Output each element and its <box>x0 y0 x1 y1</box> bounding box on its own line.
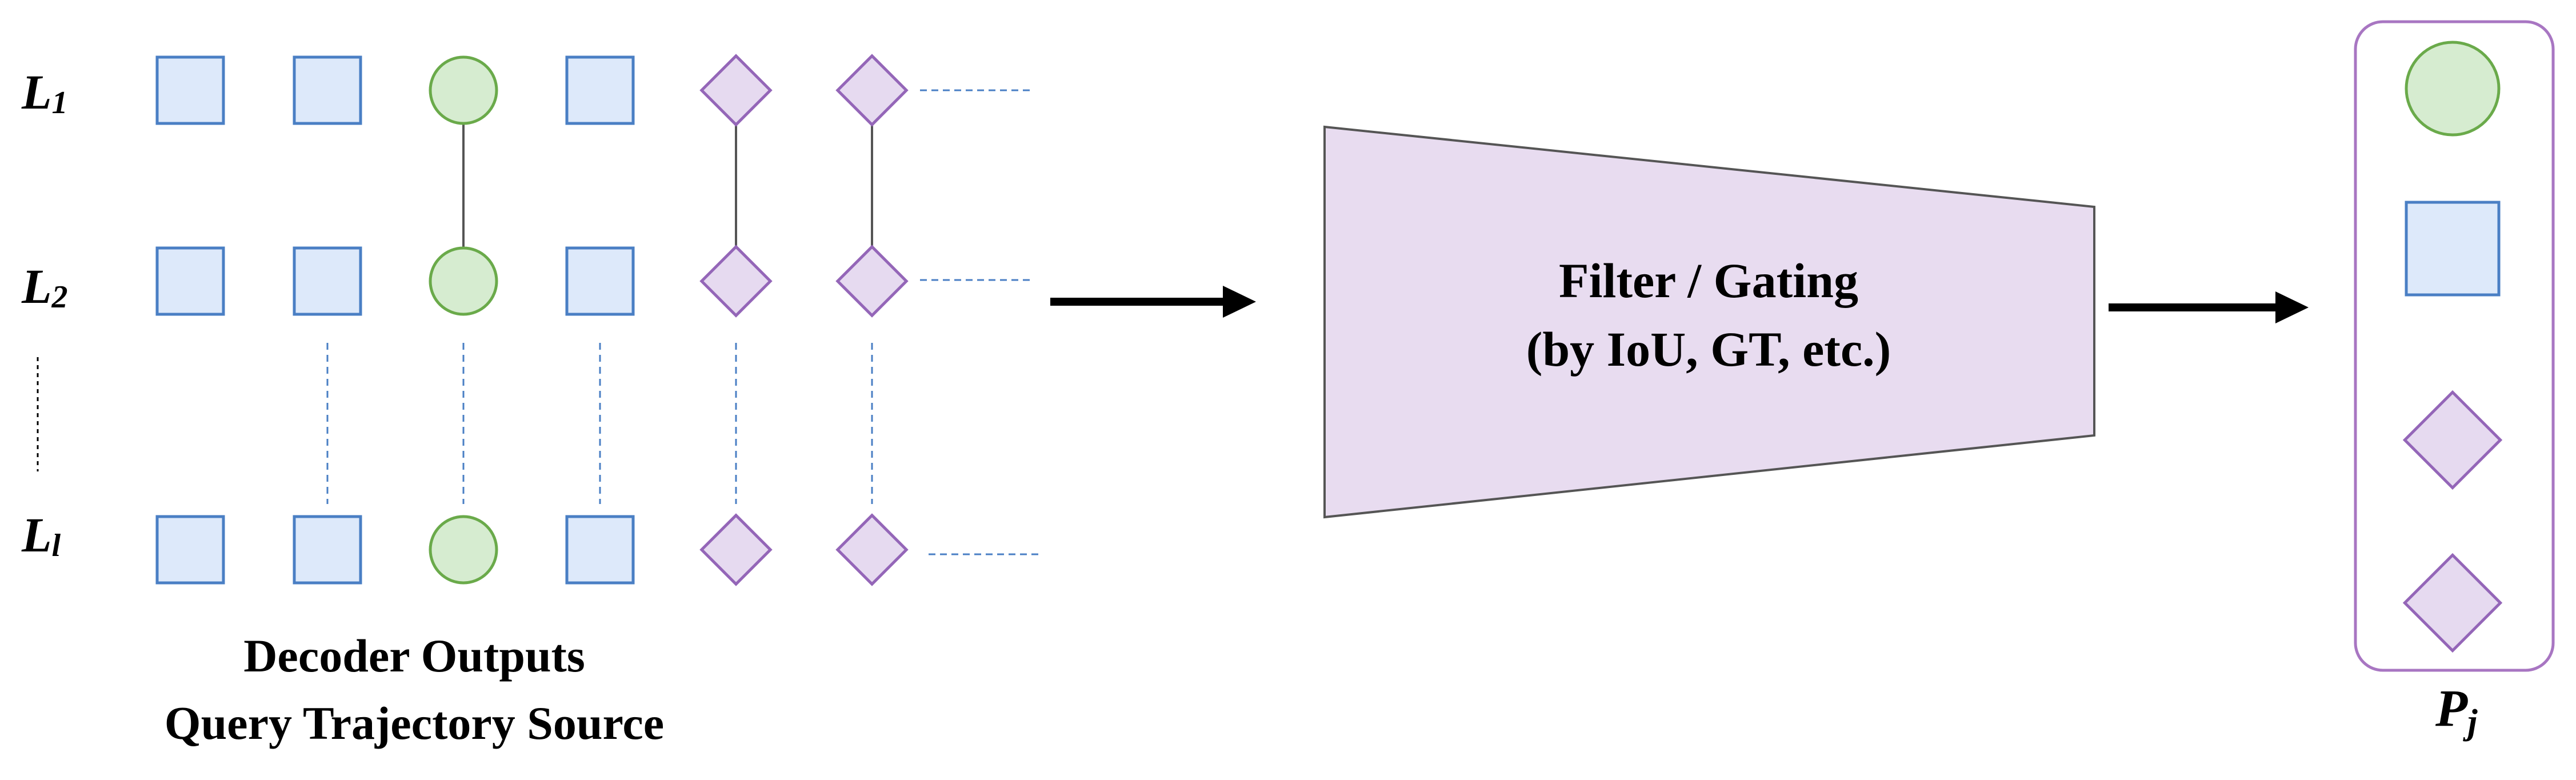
diamond-query-row-ll-col-5 <box>699 513 773 586</box>
decoder-query-grid <box>155 54 909 586</box>
filter-gating-block <box>1323 125 2095 519</box>
square-query-row-l2-col-1 <box>155 246 225 316</box>
square-query-row-ll-col-2 <box>293 515 362 585</box>
square-query-row-ll-col-4 <box>565 515 635 585</box>
row-label-l2: L2 <box>21 259 68 315</box>
row-label-l1-sub: 1 <box>52 85 68 121</box>
output-diamond-query-4 <box>2402 553 2503 653</box>
output-circle-query-1 <box>2405 41 2501 137</box>
square-query-row-ll-col-1 <box>155 515 225 585</box>
arrow-to-filter <box>1050 286 1256 318</box>
diamond-query-row-l1-col-5 <box>699 54 773 127</box>
output-queries <box>2402 41 2503 653</box>
arrow-to-output <box>2109 291 2309 323</box>
diamond-query-row-l2-col-6 <box>835 245 909 318</box>
output-query-box <box>2354 20 2555 672</box>
row-label-l1: L1 <box>21 65 68 121</box>
decoder-caption-line1: Decoder Outputs <box>243 630 585 682</box>
circle-query-row-ll-col-3 <box>429 515 498 585</box>
row-label-ll-sub: l <box>52 528 61 563</box>
diamond-query-row-l2-col-5 <box>699 245 773 318</box>
decoder-caption-line2: Query Trajectory Source <box>165 697 664 749</box>
diamond-query-row-ll-col-6 <box>835 513 909 586</box>
square-query-row-l1-col-4 <box>565 55 635 125</box>
output-label: Pj <box>2435 679 2478 742</box>
filter-title: Filter / Gating <box>1559 253 1858 308</box>
square-query-row-l1-col-1 <box>155 55 225 125</box>
decoder-links <box>326 123 873 504</box>
output-label-base: P <box>2435 679 2468 737</box>
row-label-ll: Ll <box>21 507 61 563</box>
circle-query-row-l2-col-3 <box>429 246 498 316</box>
row-label-l2-base: L <box>21 259 52 314</box>
row-label-l2-sub: 2 <box>51 279 68 315</box>
diamond-query-row-l1-col-6 <box>835 54 909 127</box>
square-query-row-l1-col-2 <box>293 55 362 125</box>
square-query-row-l2-col-4 <box>565 246 635 316</box>
row-label-l1-base: L <box>21 65 52 119</box>
circle-query-row-l1-col-3 <box>429 55 498 125</box>
filter-subtitle: (by IoU, GT, etc.) <box>1526 322 1891 377</box>
output-diamond-query-3 <box>2402 390 2503 490</box>
output-square-query-2 <box>2405 201 2501 297</box>
square-query-row-l2-col-2 <box>293 246 362 316</box>
row-label-ll-base: L <box>21 507 52 562</box>
